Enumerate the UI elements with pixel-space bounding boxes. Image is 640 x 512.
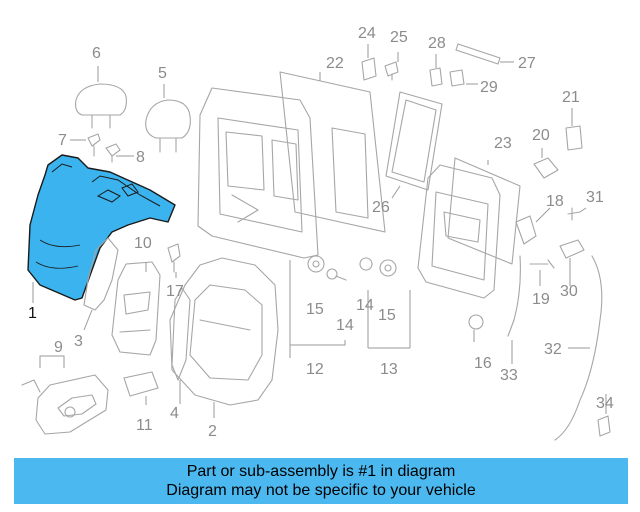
callout-5[interactable]: 5: [158, 65, 167, 82]
callout-17[interactable]: 17: [166, 283, 184, 300]
callout-9[interactable]: 9: [54, 339, 63, 356]
part-18-latch[interactable]: [515, 215, 537, 245]
part-6-headrest[interactable]: [75, 83, 127, 129]
part-2-seat-cushion[interactable]: [169, 257, 279, 406]
part-3-side-bolster[interactable]: [83, 237, 119, 311]
part-29-clip[interactable]: [449, 69, 465, 87]
part-1-seatback-panel[interactable]: [27, 154, 176, 301]
callout-20[interactable]: 20: [532, 127, 550, 144]
part-24-bracket[interactable]: [361, 57, 377, 81]
callout-12[interactable]: 12: [306, 361, 324, 378]
banner-line-1: Part or sub-assembly is #1 in diagram: [186, 463, 456, 480]
callout-19[interactable]: 19: [532, 291, 550, 308]
part-19-bolt[interactable]: [529, 259, 555, 269]
part-17-clip[interactable]: [167, 243, 181, 273]
part-14-bolt-left[interactable]: [326, 268, 347, 281]
part-7-guide[interactable]: [87, 133, 101, 157]
callout-15b[interactable]: 15: [378, 307, 396, 324]
callout-27[interactable]: 27: [518, 55, 536, 72]
part-26-panel[interactable]: [385, 91, 443, 191]
part-27-strap[interactable]: [455, 43, 501, 65]
callout-31[interactable]: 31: [586, 189, 604, 206]
callout-10[interactable]: 10: [134, 235, 152, 252]
callout-34[interactable]: 34: [596, 395, 614, 412]
callout-32[interactable]: 32: [544, 341, 562, 358]
part-16-grommet[interactable]: [468, 314, 484, 330]
part-23-backrest-frame[interactable]: [417, 157, 521, 299]
callout-15a[interactable]: 15: [306, 301, 324, 318]
part-32-cable[interactable]: [554, 255, 603, 441]
info-banner: Part or sub-assembly is #1 in diagram Di…: [14, 458, 628, 504]
callout-11[interactable]: 11: [136, 417, 153, 434]
callout-25[interactable]: 25: [390, 29, 408, 46]
callout-14a[interactable]: 14: [336, 317, 354, 334]
callout-1[interactable]: 1: [28, 305, 37, 322]
callout-18[interactable]: 18: [546, 193, 564, 210]
callout-4[interactable]: 4: [170, 405, 179, 422]
part-31-screw[interactable]: [567, 207, 581, 221]
callout-labels: 1 2 3 4 5 6 7 8 9 10 11 12 13 14 14 15 1…: [28, 25, 614, 440]
part-15-bushing-right[interactable]: [379, 259, 397, 277]
part-15-bushing-left[interactable]: [307, 255, 325, 273]
part-5-headrest[interactable]: [145, 99, 191, 153]
part-22-backrest-frame[interactable]: [197, 71, 386, 259]
part-8-guide[interactable]: [105, 143, 121, 163]
callout-16[interactable]: 16: [474, 355, 492, 372]
part-33-cable[interactable]: [507, 255, 521, 337]
part-34-cable-end[interactable]: [597, 415, 611, 437]
part-14-bolt-right[interactable]: [359, 257, 373, 271]
part-30-release-handle[interactable]: [559, 239, 585, 259]
part-28-clip[interactable]: [429, 67, 443, 87]
callout-2[interactable]: 2: [208, 423, 217, 440]
part-11-trim-piece[interactable]: [123, 371, 159, 397]
callout-7[interactable]: 7: [58, 132, 67, 149]
part-10-hinge-cover[interactable]: [111, 261, 161, 356]
callout-30[interactable]: 30: [560, 283, 578, 300]
callout-29[interactable]: 29: [480, 79, 498, 96]
part-21-cover[interactable]: [565, 125, 583, 151]
callout-33[interactable]: 33: [500, 367, 518, 384]
callout-8[interactable]: 8: [136, 149, 145, 166]
leader-lines: [32, 44, 607, 418]
banner-line-2: Diagram may not be specific to your vehi…: [166, 482, 476, 499]
callout-13[interactable]: 13: [380, 361, 398, 378]
callout-24[interactable]: 24: [358, 25, 376, 42]
callout-6[interactable]: 6: [92, 45, 101, 62]
part-25-bolt[interactable]: [384, 61, 399, 81]
callout-26[interactable]: 26: [372, 199, 390, 216]
part-4-cushion-trim[interactable]: [171, 287, 191, 381]
callout-21[interactable]: 21: [562, 89, 580, 106]
callout-28[interactable]: 28: [428, 35, 446, 52]
parts-diagram: 1 2 3 4 5 6 7 8 9 10 11 12 13 14 14 15 1…: [21, 25, 614, 441]
callout-23[interactable]: 23: [494, 135, 512, 152]
part-9-armrest[interactable]: [21, 374, 109, 435]
callout-14b[interactable]: 14: [356, 297, 374, 314]
part-20-bracket[interactable]: [533, 157, 559, 179]
callout-3[interactable]: 3: [74, 333, 83, 350]
callout-22[interactable]: 22: [326, 55, 344, 72]
